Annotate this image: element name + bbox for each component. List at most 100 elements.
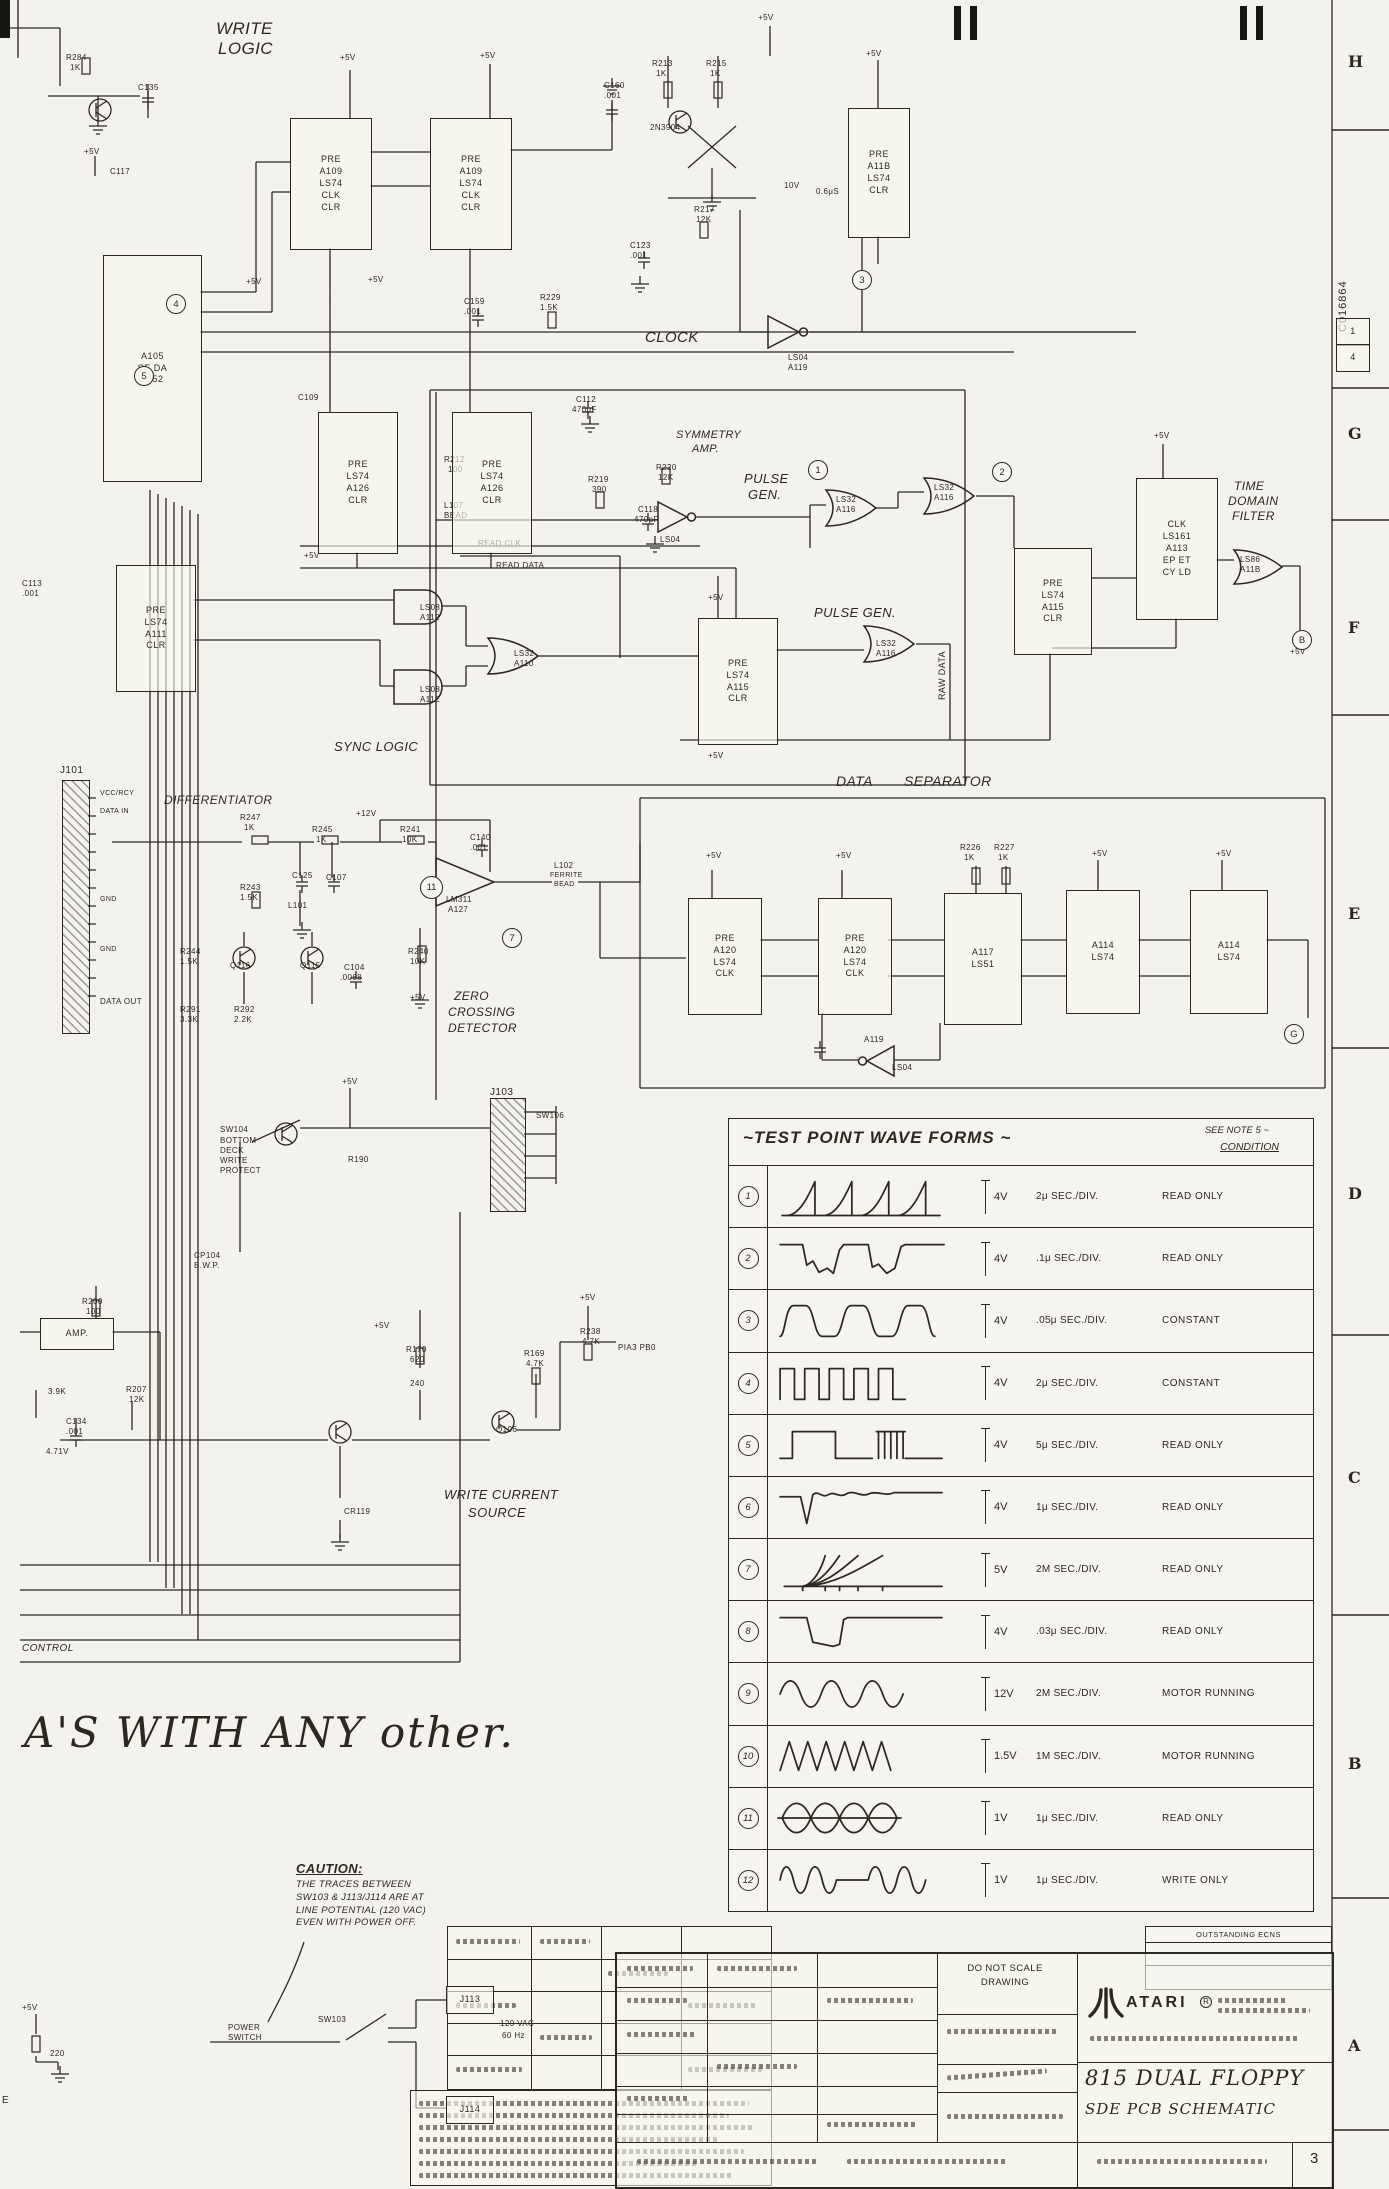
testpoint-number-cell: 7 [729, 1539, 768, 1601]
label-gen: GEN. [748, 487, 782, 502]
resistor-symbol [583, 1343, 593, 1361]
ic-label: A126 [480, 483, 504, 493]
waveform [777, 1802, 902, 1834]
label-c104: C104 [344, 963, 365, 972]
resistor-symbol [407, 835, 425, 845]
resistor-symbol [91, 1299, 101, 1317]
label-a112: A112 [420, 695, 440, 704]
label-r284: R284 [66, 53, 87, 62]
ic-label: J113 [459, 1994, 481, 2005]
ic-label: CLK [321, 189, 341, 200]
condition: READ ONLY [1162, 1191, 1224, 1203]
drawing-title-line1: 815 DUAL FLOPPY [1085, 2066, 1305, 2090]
label-r227: R227 [994, 843, 1015, 852]
label-220: 220 [50, 2049, 65, 2058]
condition: READ ONLY [1162, 1564, 1224, 1576]
testpoint-row: 6 4V 1μ SEC./DIV. READ ONLY [729, 1475, 1313, 1539]
testpoint-row: 7 5V 2M SEC./DIV. READ ONLY [729, 1538, 1313, 1601]
voltage-label: 4V [994, 1190, 1008, 1203]
time-scale: 1μ SEC./DIV. [1036, 1501, 1099, 1513]
testpoint-number: 11 [737, 1807, 759, 1829]
ground-symbol [411, 992, 429, 1009]
label-001: .001 [22, 589, 40, 598]
resistor-symbol [417, 945, 427, 963]
grid-letter-a: A [1348, 2036, 1361, 2055]
label-5v: +5V [246, 277, 262, 286]
label-470pf: 470pF [634, 515, 659, 524]
ic-label: CLR [1043, 613, 1063, 624]
label-ls32: LS32 [876, 639, 897, 648]
voltage-label: 4V [994, 1625, 1008, 1638]
grid-letter-b: B [1348, 1754, 1362, 1773]
label-a119: A119 [864, 1035, 884, 1044]
callout-4: 4 [166, 294, 186, 314]
testpoint-number: 6 [737, 1496, 759, 1518]
label-5v: +5V [410, 993, 426, 1002]
testpoint-number-cell: 2 [729, 1228, 768, 1290]
label-c112: C112 [576, 395, 597, 404]
testpoint-number-cell: 12 [729, 1849, 768, 1912]
ground-symbol [89, 118, 107, 135]
address-scribble [1218, 2008, 1310, 2013]
ic-label: LS74 [319, 178, 343, 189]
label-amp: AMP. [692, 443, 720, 455]
capacitor-symbol [638, 251, 650, 269]
do-not-scale-line1: DO NOT SCALE [967, 1963, 1043, 1974]
resistor-symbol [531, 1367, 541, 1385]
ic-label: PRE [460, 154, 481, 165]
label-write: WRITE [220, 1156, 248, 1165]
transistor [232, 946, 256, 970]
label-001: .001 [470, 843, 488, 852]
capacitor-symbol [642, 513, 654, 531]
label-protect: PROTECT [220, 1166, 262, 1175]
label-r200: R200 [82, 1297, 103, 1306]
voltage-bracket [981, 1676, 990, 1711]
label-12k: 12K [696, 215, 712, 224]
label-data: DATA [836, 773, 873, 789]
ic-label: SE DA [137, 362, 168, 373]
label-sw104: SW104 [220, 1125, 249, 1134]
label-b-w-p: B.W.P. [194, 1261, 220, 1270]
label-r238: R238 [580, 1327, 601, 1336]
ic-label: AMP. [65, 1328, 89, 1339]
label-5v: +5V [1154, 431, 1170, 440]
testpoint-row: 8 4V .03μ SEC./DIV. READ ONLY [729, 1600, 1313, 1663]
ground-symbol [331, 1534, 349, 1551]
waveform [779, 1367, 907, 1401]
ic-label: LS51 [971, 959, 995, 969]
voltage-bracket [981, 1552, 990, 1587]
voltage-label: 4V [994, 1314, 1008, 1327]
label-ls04: LS04 [788, 353, 809, 362]
waveform [779, 1431, 943, 1460]
ic-label: A109 [319, 166, 343, 177]
label-r170: R170 [406, 1345, 427, 1354]
label-gnd: GND [100, 896, 117, 903]
resistor-symbol [1001, 867, 1011, 885]
caution-line: THE TRACES BETWEEN [296, 1879, 412, 1890]
time-scale: .1μ SEC./DIV. [1036, 1253, 1102, 1265]
resistor-symbol [31, 2035, 41, 2053]
label-data-out: DATA OUT [100, 997, 143, 1006]
time-scale: 1μ SEC./DIV. [1036, 1812, 1099, 1824]
caution-line: LINE POTENTIAL (120 VAC) [296, 1904, 427, 1916]
testpoint-number: 12 [737, 1869, 759, 1891]
label-1k: 1K [70, 63, 81, 72]
testpoint-number-cell: 1 [729, 1166, 768, 1228]
label-control: CONTROL [22, 1643, 74, 1654]
label-r169: R169 [524, 1349, 545, 1358]
label-c117: C117 [110, 167, 131, 176]
label-differentiator: DIFFERENTIATOR [164, 793, 273, 807]
label-r217: R217 [694, 205, 715, 214]
waveform [783, 1554, 943, 1591]
label-r213: R213 [652, 59, 673, 68]
label-l101: L101 [288, 901, 308, 910]
pulsegen1-gate-a [824, 489, 878, 527]
caution-line: SW103 & J113/J114 ARE AT [296, 1891, 424, 1903]
label-5v: +5V [480, 51, 496, 60]
ic-label: A114 [1091, 940, 1115, 951]
